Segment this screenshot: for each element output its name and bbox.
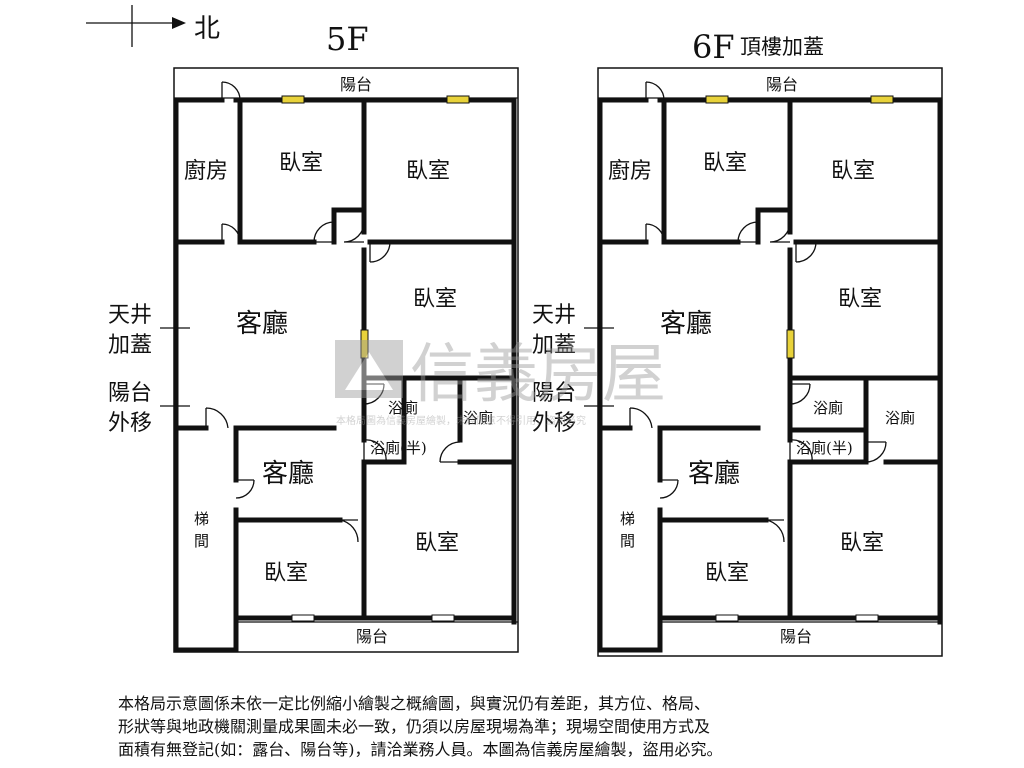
balcony-moved-label-1: 陽台 [108,381,152,406]
windows [705,95,894,622]
kitchen-label: 廚房 [184,159,228,184]
living-room-2-label: 客廳 [688,459,740,489]
kitchen-label: 廚房 [608,159,652,184]
disclaimer-line-2: 形狀等與地政機關測量成果圖未必一致，仍須以房屋現場為準；現場空間使用方式及 [118,717,711,736]
watermark-note: 本格局圖為信義房屋繪製，未經同意不得引用，盜用必究 [336,414,586,427]
room-labels: 陽台 廚房 臥室 臥室 臥室 客廳 浴廁 浴廁 浴廁(半) 客廳 梯 間 臥室 … [184,75,493,646]
balcony-moved-label-2: 外移 [532,411,576,436]
windows [281,95,470,622]
stairs-label-1: 梯 [194,510,209,528]
balcony-bottom-label: 陽台 [780,627,812,646]
north-label: 北 [194,14,220,44]
stairs-label-1: 梯 [620,510,635,528]
bathroom-1-label: 浴廁 [813,399,843,417]
plan-5f: 5F [108,20,519,653]
room-labels: 陽台 廚房 臥室 臥室 臥室 客廳 浴廁 浴廁 浴廁(半) 客廳 梯 間 臥室 … [608,75,915,646]
disclaimer-line-1: 本格局示意圖係未依一定比例縮小繪製之概繪圖，與實況仍有差距，其方位、格局、 [118,694,711,713]
balcony-moved-label-1: 陽台 [532,381,576,406]
plan-6f: 6F 頂樓加蓋 [532,28,943,657]
north-arrow: 北 [86,5,220,47]
plan-6f-subtitle: 頂樓加蓋 [740,35,824,59]
bathroom-1-label: 浴廁 [388,399,418,417]
side-notes: 天井 加蓋 陽台 外移 [532,303,614,436]
skylight-label-1: 天井 [108,303,152,328]
half-bath-label: 浴廁(半) [370,439,427,457]
bedroom-2-label: 臥室 [831,159,875,184]
watermark-brand: 信義房屋 [410,338,666,412]
doors [629,81,887,543]
bedroom-4-label: 臥室 [264,561,308,586]
bedroom-5-label: 臥室 [840,531,884,556]
bedroom-1-label: 臥室 [279,151,323,176]
side-notes: 天井 加蓋 陽台 外移 [108,303,190,436]
skylight-label-1: 天井 [532,303,576,328]
walls [173,97,517,653]
watermark-logo-icon [335,340,403,398]
disclaimer: 本格局示意圖係未依一定比例縮小繪製之概繪圖，與實況仍有差距，其方位、格局、 形狀… [118,692,918,761]
living-room-label: 客廳 [236,309,288,339]
bedroom-2-label: 臥室 [406,159,450,184]
watermark: 信義房屋 本格局圖為信義房屋繪製，未經同意不得引用，盜用必究 [335,338,666,427]
skylight-label-2: 加蓋 [108,333,152,358]
balcony-top-label: 陽台 [766,75,798,94]
bathroom-2-label: 浴廁 [463,409,493,427]
stairs-label-2: 間 [194,532,209,550]
plan-6f-title: 6F [692,28,735,66]
living-room-2-label: 客廳 [262,459,314,489]
balcony-moved-label-2: 外移 [108,411,152,436]
bedroom-4-label: 臥室 [705,561,749,586]
disclaimer-line-3: 面積有無登記(如：露台、陽台等)，請洽業務人員。本圖為信義房屋繪製，盜用必究。 [118,740,723,759]
bedroom-3-label: 臥室 [838,287,882,312]
plan-5f-title: 5F [326,20,369,58]
skylight-label-2: 加蓋 [532,333,576,358]
bathroom-2-label: 浴廁 [885,409,915,427]
bedroom-5-label: 臥室 [415,531,459,556]
balcony-bottom-label: 陽台 [356,627,388,646]
stairs-label-2: 間 [620,532,635,550]
half-bath-label: 浴廁(半) [796,439,853,457]
doors [205,81,461,543]
bedroom-3-label: 臥室 [413,287,457,312]
living-room-label: 客廳 [660,309,712,339]
balcony-top-label: 陽台 [340,75,372,94]
bedroom-1-label: 臥室 [703,151,747,176]
